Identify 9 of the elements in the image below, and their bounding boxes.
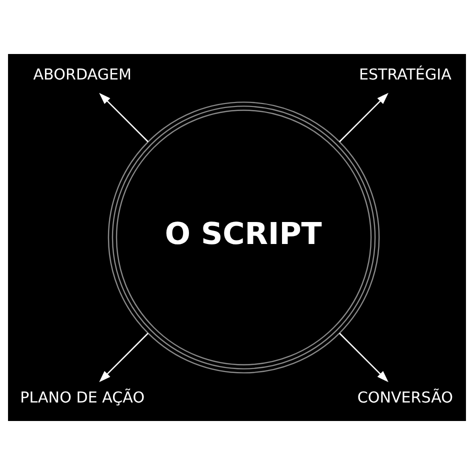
arrow [99, 332, 148, 382]
node-text: PLANO DE AÇÃO [20, 388, 145, 406]
node-circle: O SCRIPT [108, 101, 380, 373]
arrow [339, 332, 388, 382]
arrow [99, 92, 148, 142]
arrow [339, 92, 388, 142]
node-text: CONVERSÃO [357, 388, 454, 406]
node-text: ESTRATÉGIA [358, 65, 452, 84]
node-text: ABORDAGEM [33, 65, 132, 84]
